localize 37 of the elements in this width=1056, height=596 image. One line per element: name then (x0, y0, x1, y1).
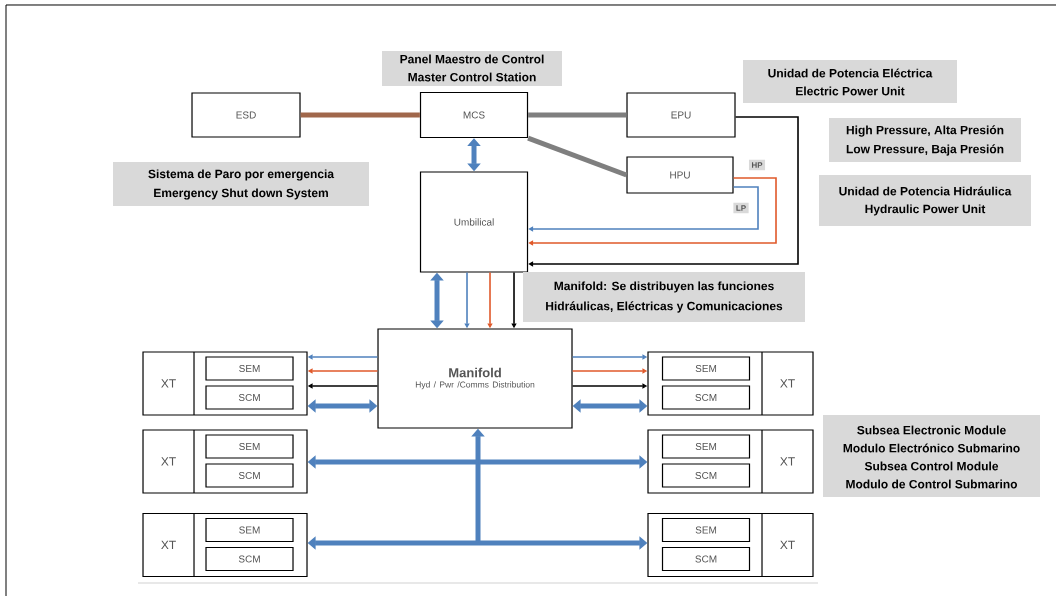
module-box: SEM (205, 356, 294, 381)
module-box: SCM (205, 546, 294, 572)
module-box: SEM (661, 517, 751, 543)
callout-note: Manifold: Se distribuyen las funciones Hidráulicas, Eléctricas y Comunicaciones (523, 272, 805, 322)
connector-line (527, 135, 628, 178)
process-box: MCS (419, 91, 529, 139)
module-box: SCM (205, 385, 294, 410)
module-box: SEM (205, 434, 294, 459)
callout-note: Unidad de Potencia Eléctrica Electric Power Unit (743, 60, 957, 103)
module-box: SEM (661, 356, 751, 381)
process-box: Manifold Hyd / Pwr /Comms Distribution (377, 328, 573, 429)
tag-label: HP (748, 159, 766, 171)
connector-line (300, 112, 420, 118)
arrow (528, 116, 799, 267)
label: Subsea Electronic Module (857, 425, 1006, 435)
label: Modulo Electrónico Submarino (843, 443, 1020, 453)
callout-note: Unidad de Potencia Hidráulica Hydraulic Power Unit (819, 175, 1031, 226)
arrow (528, 186, 759, 232)
module-box: SEM (205, 517, 294, 543)
process-box: ESD (191, 92, 301, 138)
process-box: EPU (626, 92, 736, 138)
callout-note: Subsea Electronic Module Modulo Electrónico Submarino Subsea Control Module Modulo de Control Submarino (823, 415, 1040, 497)
callout-note: Sistema de Paro por emergencia Emergency Shut down System (113, 162, 369, 206)
module-box: SCM (661, 546, 751, 572)
process-box: HPU (626, 156, 734, 194)
label: Modulo de Control Submarino (846, 479, 1018, 489)
callout-note: Panel Maestro de Control Master Control Station (382, 51, 562, 86)
label: Subsea Control Module (864, 461, 999, 471)
module-box: SCM (661, 463, 751, 488)
connector-line (528, 112, 627, 118)
arrow (528, 177, 777, 246)
module-box: SCM (205, 463, 294, 488)
process-box: Umbilical (419, 171, 529, 273)
tag-label: LP (733, 202, 749, 214)
module-box: SEM (661, 434, 751, 459)
callout-note: High Pressure, Alta Presión Low Pressure, Baja Presión (829, 118, 1021, 162)
module-box: SCM (661, 385, 751, 410)
